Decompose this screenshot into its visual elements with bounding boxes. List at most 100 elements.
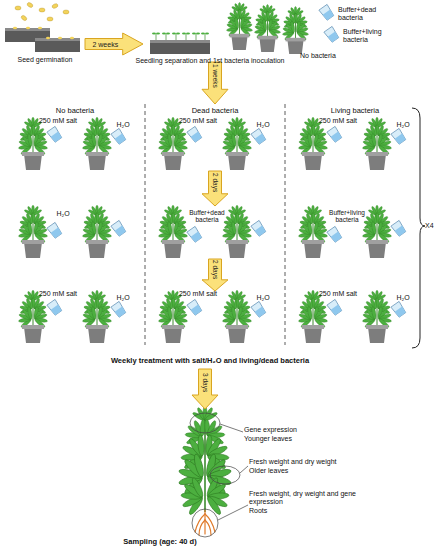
arrow-text-holder: 1 weeks: [202, 62, 228, 90]
leaf: [179, 476, 206, 517]
seedling: [152, 33, 160, 41]
annotation-label: Seed germination: [2, 56, 88, 64]
seed: [39, 8, 45, 12]
beaker: [327, 299, 343, 315]
annotation-label: Younger leaves: [244, 435, 344, 443]
potted-plant: [15, 290, 51, 343]
beaker: [251, 128, 267, 144]
column-header: No bacteria: [10, 107, 140, 116]
seed: [46, 37, 50, 39]
root: [199, 520, 205, 535]
step-arrow: 2 days: [202, 259, 228, 291]
arrow-body: [202, 62, 228, 104]
seedling: [172, 33, 180, 41]
annotation-label: Gene expression: [244, 426, 344, 434]
potted-plant: [359, 290, 395, 343]
annotation-label: 250 mM salt: [176, 117, 220, 125]
annotation-label: H₂O: [390, 294, 416, 302]
seed: [13, 27, 17, 29]
callout-ellipse: [210, 466, 240, 484]
leader-line: [240, 466, 248, 473]
potted-plant: [15, 117, 51, 170]
annotation-label: No bacteria: [300, 52, 360, 60]
arrow-body: [192, 369, 218, 409]
potted-plant: [251, 4, 283, 52]
seed: [51, 3, 58, 9]
annotation-label: H₂O: [250, 294, 276, 302]
seed: [26, 2, 33, 8]
duration-text: 2 days: [212, 173, 219, 192]
beaker: [324, 26, 340, 42]
potted-plant: [359, 117, 395, 170]
potted-plant: [219, 117, 255, 170]
beaker: [391, 220, 407, 236]
column-divider: [145, 104, 146, 345]
seedling: [201, 33, 209, 41]
seed: [63, 10, 69, 14]
column-divider: [285, 104, 286, 345]
sampling-callouts: [190, 413, 248, 537]
stage-title: Weekly treatment with salt/H₂O and livin…: [10, 357, 410, 366]
repeat-count: X4: [425, 222, 438, 230]
annotation-label: H₂O: [390, 121, 416, 129]
seedling: [182, 33, 190, 41]
seeds: [15, 2, 69, 22]
arrow-text-holder: 2 days: [202, 259, 228, 280]
seed: [58, 37, 62, 39]
arrow-body: [202, 259, 228, 291]
tray-seeds: [13, 27, 74, 39]
annotation-label: Buffer+living bacteria: [326, 209, 368, 224]
seed: [47, 17, 53, 21]
beaker: [47, 222, 63, 238]
arrow-body: [202, 171, 228, 206]
annotation-label: Roots: [249, 507, 349, 515]
tray-rim: [150, 40, 210, 43]
duration-text: 3 days: [202, 373, 209, 392]
stage-title: Sampling (age: 40 d): [100, 538, 220, 547]
treatment-row: [15, 117, 406, 170]
potted-plant: [155, 117, 191, 170]
annotation-label: 250 mM salt: [36, 290, 80, 298]
potted-plant: [155, 290, 191, 343]
seed: [38, 27, 42, 29]
potted-plant: [295, 205, 331, 258]
beaker: [327, 226, 343, 242]
seed: [26, 27, 30, 29]
duration-text: 2 days: [212, 260, 219, 279]
seed: [70, 37, 74, 39]
beaker: [251, 220, 267, 236]
potted-plant: [155, 205, 191, 258]
duration-text: 1 weeks: [212, 64, 219, 88]
step-arrow: 3 days: [192, 369, 218, 409]
annotation-label: 250 mM salt: [316, 290, 360, 298]
roots: [195, 510, 215, 535]
seedling: [162, 33, 170, 41]
beaker: [187, 226, 203, 242]
annotation-label: Buffer+living bacteria: [343, 28, 393, 44]
annotation-label: Fresh weight and dry weight: [249, 458, 369, 466]
annotation-label: H₂O: [250, 121, 276, 129]
seed: [20, 15, 27, 22]
beaker: [47, 299, 63, 315]
repeat-bracket: [412, 108, 425, 348]
potted-plant: [79, 205, 115, 258]
potted-plant: [79, 290, 115, 343]
annotation-label: Seedling separation and 1st bacteria ino…: [115, 57, 305, 65]
arrow-text-holder: 3 days: [192, 369, 218, 395]
annotation-label: Older leaves: [249, 467, 349, 475]
annotation-label: 250 mM salt: [176, 290, 220, 298]
callout-ellipse: [190, 413, 220, 433]
potted-plant: [279, 6, 311, 54]
potted-plant: [223, 2, 255, 50]
potted-plant: [219, 290, 255, 343]
leader-line: [220, 424, 243, 432]
beaker: [187, 299, 203, 315]
annotation-label: H₂O: [110, 294, 136, 302]
potted-plant: [79, 117, 115, 170]
potted-plant: [15, 205, 51, 258]
potted-plant: [295, 117, 331, 170]
arrow-text-holder: 2 weeks: [85, 33, 126, 55]
step-arrow: 1 weeks: [202, 62, 228, 104]
beaker: [319, 4, 335, 20]
beaker: [111, 128, 127, 144]
